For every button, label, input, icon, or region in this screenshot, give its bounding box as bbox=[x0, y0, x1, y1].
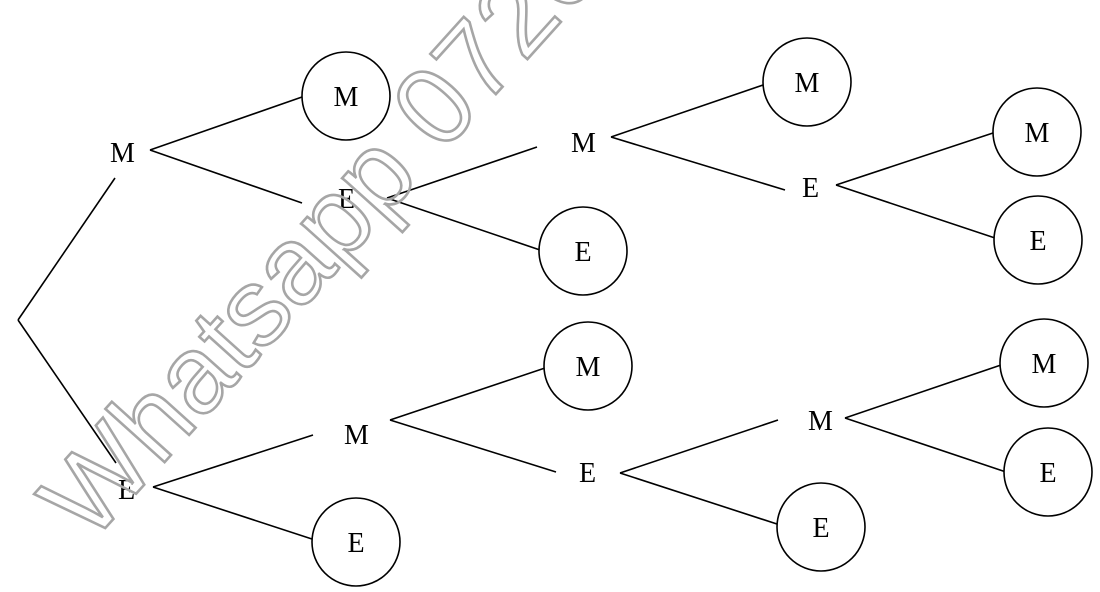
node-label-m1-e: E bbox=[338, 184, 355, 215]
outcome-circle-meme bbox=[993, 195, 1083, 285]
edge-m1em-e bbox=[610, 136, 786, 191]
edge-m1e-m bbox=[386, 146, 538, 199]
edge-e1-e bbox=[152, 486, 316, 541]
edge-m1emm-e bbox=[835, 184, 996, 239]
edge-m1emm-m bbox=[835, 132, 994, 186]
node-label-e1-e: E bbox=[347, 528, 364, 559]
outcome-circle-memm bbox=[992, 87, 1082, 177]
edge-m1em-m bbox=[610, 84, 764, 138]
node-label-e1mem-e: E bbox=[1039, 458, 1056, 489]
edge-m1-m bbox=[149, 96, 303, 151]
outcome-circles bbox=[301, 37, 1093, 587]
node-label-m1e-e: E bbox=[574, 237, 591, 268]
edge-root-e bbox=[17, 319, 117, 464]
node-label-e1me-m: M bbox=[808, 406, 833, 437]
node-label-m1: M bbox=[110, 138, 135, 169]
outcome-circle-mem bbox=[762, 37, 852, 127]
node-label-e1me-e: E bbox=[812, 513, 829, 544]
edge-e1me-e bbox=[619, 472, 781, 526]
edge-e1me-m bbox=[619, 419, 779, 474]
edge-root-m bbox=[17, 177, 116, 321]
edge-e1mem-e bbox=[844, 417, 1007, 473]
edge-e1mem-m bbox=[844, 364, 1002, 419]
outcome-circle-mee bbox=[538, 206, 628, 296]
node-labels: M M E M E M E M E E M E M E M E M E bbox=[110, 68, 1057, 559]
edge-e1-m bbox=[152, 434, 314, 488]
node-label-m1em-m: M bbox=[795, 68, 820, 99]
edge-m1e-e bbox=[386, 197, 541, 251]
tree-edges bbox=[17, 84, 1007, 541]
edge-e1m-m bbox=[389, 367, 546, 421]
edge-e1m-e bbox=[389, 419, 557, 473]
node-label-e1mem-m: M bbox=[1032, 349, 1057, 380]
outcome-circle-mm bbox=[301, 51, 391, 141]
node-label-m1emm-e: E bbox=[1029, 226, 1046, 257]
outcome-circle-emee2 bbox=[776, 482, 866, 572]
outcome-circle-emm bbox=[543, 321, 633, 411]
node-label-e1m-e: E bbox=[579, 458, 596, 489]
edge-m1-e bbox=[149, 149, 303, 204]
node-label-m1-m: M bbox=[334, 82, 359, 113]
node-label-m1em-e: E bbox=[802, 173, 819, 204]
node-label-m1emm-m: M bbox=[1025, 118, 1050, 149]
node-label-e1-m: M bbox=[344, 420, 369, 451]
outcome-circle-emee bbox=[1003, 427, 1093, 517]
outcome-circle-ee bbox=[311, 497, 401, 587]
outcome-circle-emem bbox=[999, 318, 1089, 408]
node-label-e1: E bbox=[118, 475, 135, 506]
node-label-m1e-m: M bbox=[571, 128, 596, 159]
node-label-e1m-m: M bbox=[576, 352, 601, 383]
